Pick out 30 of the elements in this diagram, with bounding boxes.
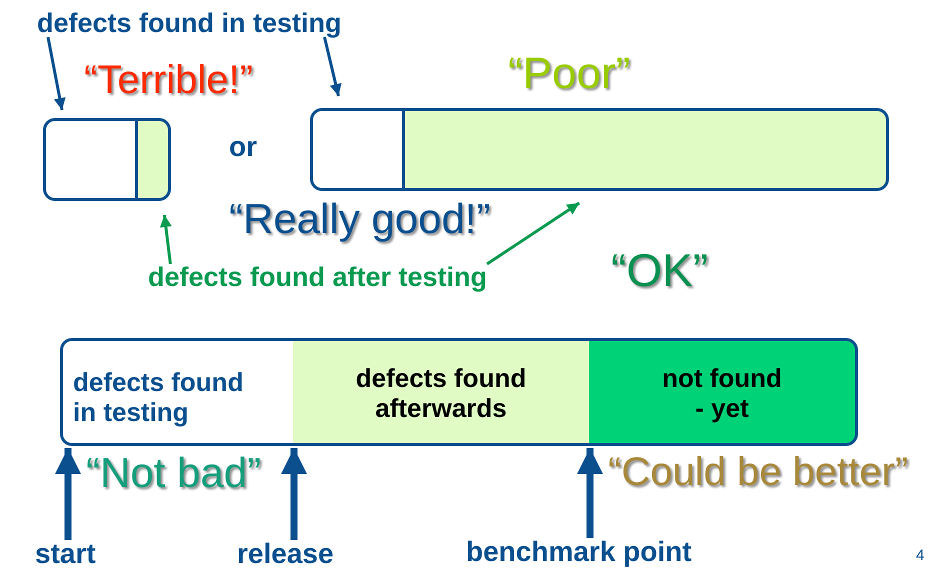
arrow [46, 36, 66, 110]
verdict-text: “Could be better” [608, 450, 908, 494]
segment-label: defects found in testing [72, 366, 244, 427]
arrow [55, 448, 81, 540]
bar-segment [293, 338, 592, 446]
arrow [577, 448, 603, 538]
verdict-text: “Not bad” [86, 450, 262, 496]
bar-segment [43, 118, 138, 201]
axis-label: benchmark point [466, 536, 692, 568]
segment-label: defects found afterwards [354, 362, 528, 423]
arrow [281, 448, 307, 540]
verdict-text: “Really good!” [229, 196, 490, 242]
page-number: 4 [916, 548, 924, 564]
segment-label: not found - yet [661, 362, 783, 423]
verdict-text: “Terrible!” [84, 58, 253, 102]
verdict-text: “Poor” [508, 50, 630, 98]
bar-segment [405, 108, 889, 191]
arrow [160, 214, 172, 264]
bar-segment [138, 118, 171, 201]
annotation-text: defects found in testing [37, 8, 342, 40]
arrow [323, 36, 342, 96]
bar-segment [589, 338, 858, 446]
axis-label: start [35, 538, 96, 570]
annotation-text: defects found after testing [148, 262, 488, 294]
bar-segment [310, 108, 405, 191]
axis-label: release [237, 538, 334, 570]
arrow [486, 202, 580, 266]
bar-segment [60, 338, 296, 446]
verdict-text: “OK” [611, 245, 708, 296]
note-text: or [229, 132, 257, 163]
